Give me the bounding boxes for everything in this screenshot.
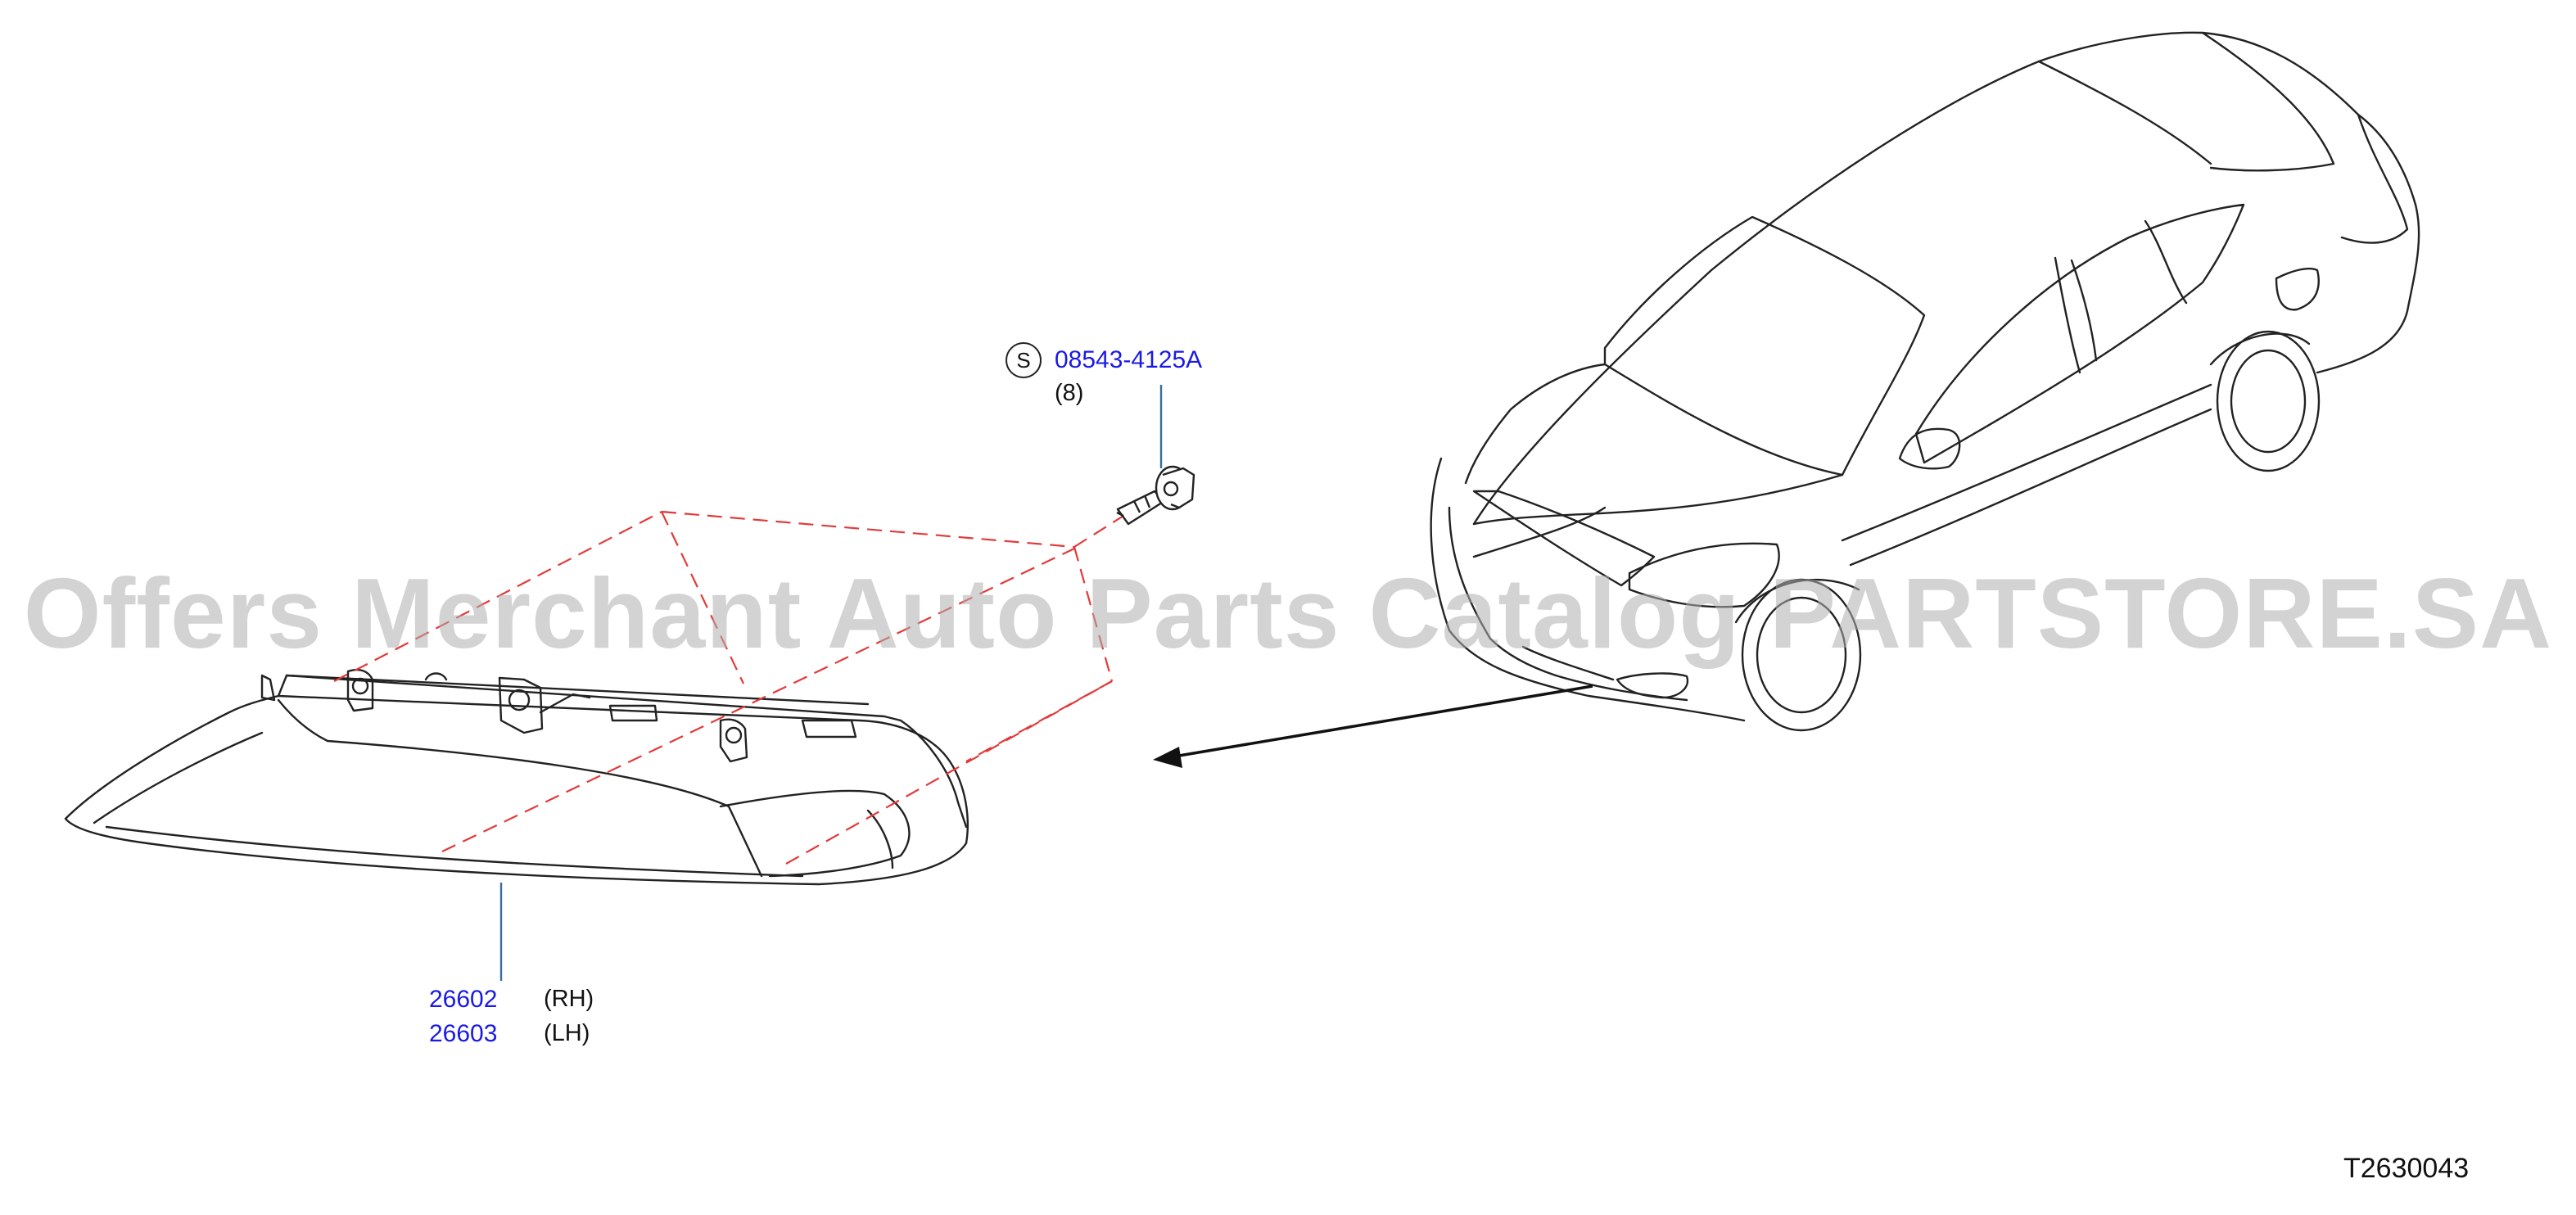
fog-lamp-illustration: [64, 668, 969, 886]
part-link-fog-lamp-lh[interactable]: 26603: [429, 1020, 498, 1047]
location-arrow: [1153, 684, 1593, 768]
standard-part-badge: S: [1006, 342, 1042, 378]
fog-lamp-rh-side: (RH): [544, 986, 594, 1012]
vehicle-illustration: [1430, 31, 2420, 732]
fog-lamp-lh-side: (LH): [544, 1020, 590, 1046]
leader-lines: [499, 385, 1163, 981]
diagram-id: T2630043: [2343, 1153, 2470, 1184]
bolt-quantity: (8): [1055, 380, 1084, 406]
part-link-fog-lamp-rh[interactable]: 26602: [429, 986, 498, 1013]
exploded-view-lines: [333, 510, 1124, 865]
bolt-illustration: [1116, 465, 1195, 526]
part-link-bolt[interactable]: 08543-4125A: [1055, 346, 1203, 373]
